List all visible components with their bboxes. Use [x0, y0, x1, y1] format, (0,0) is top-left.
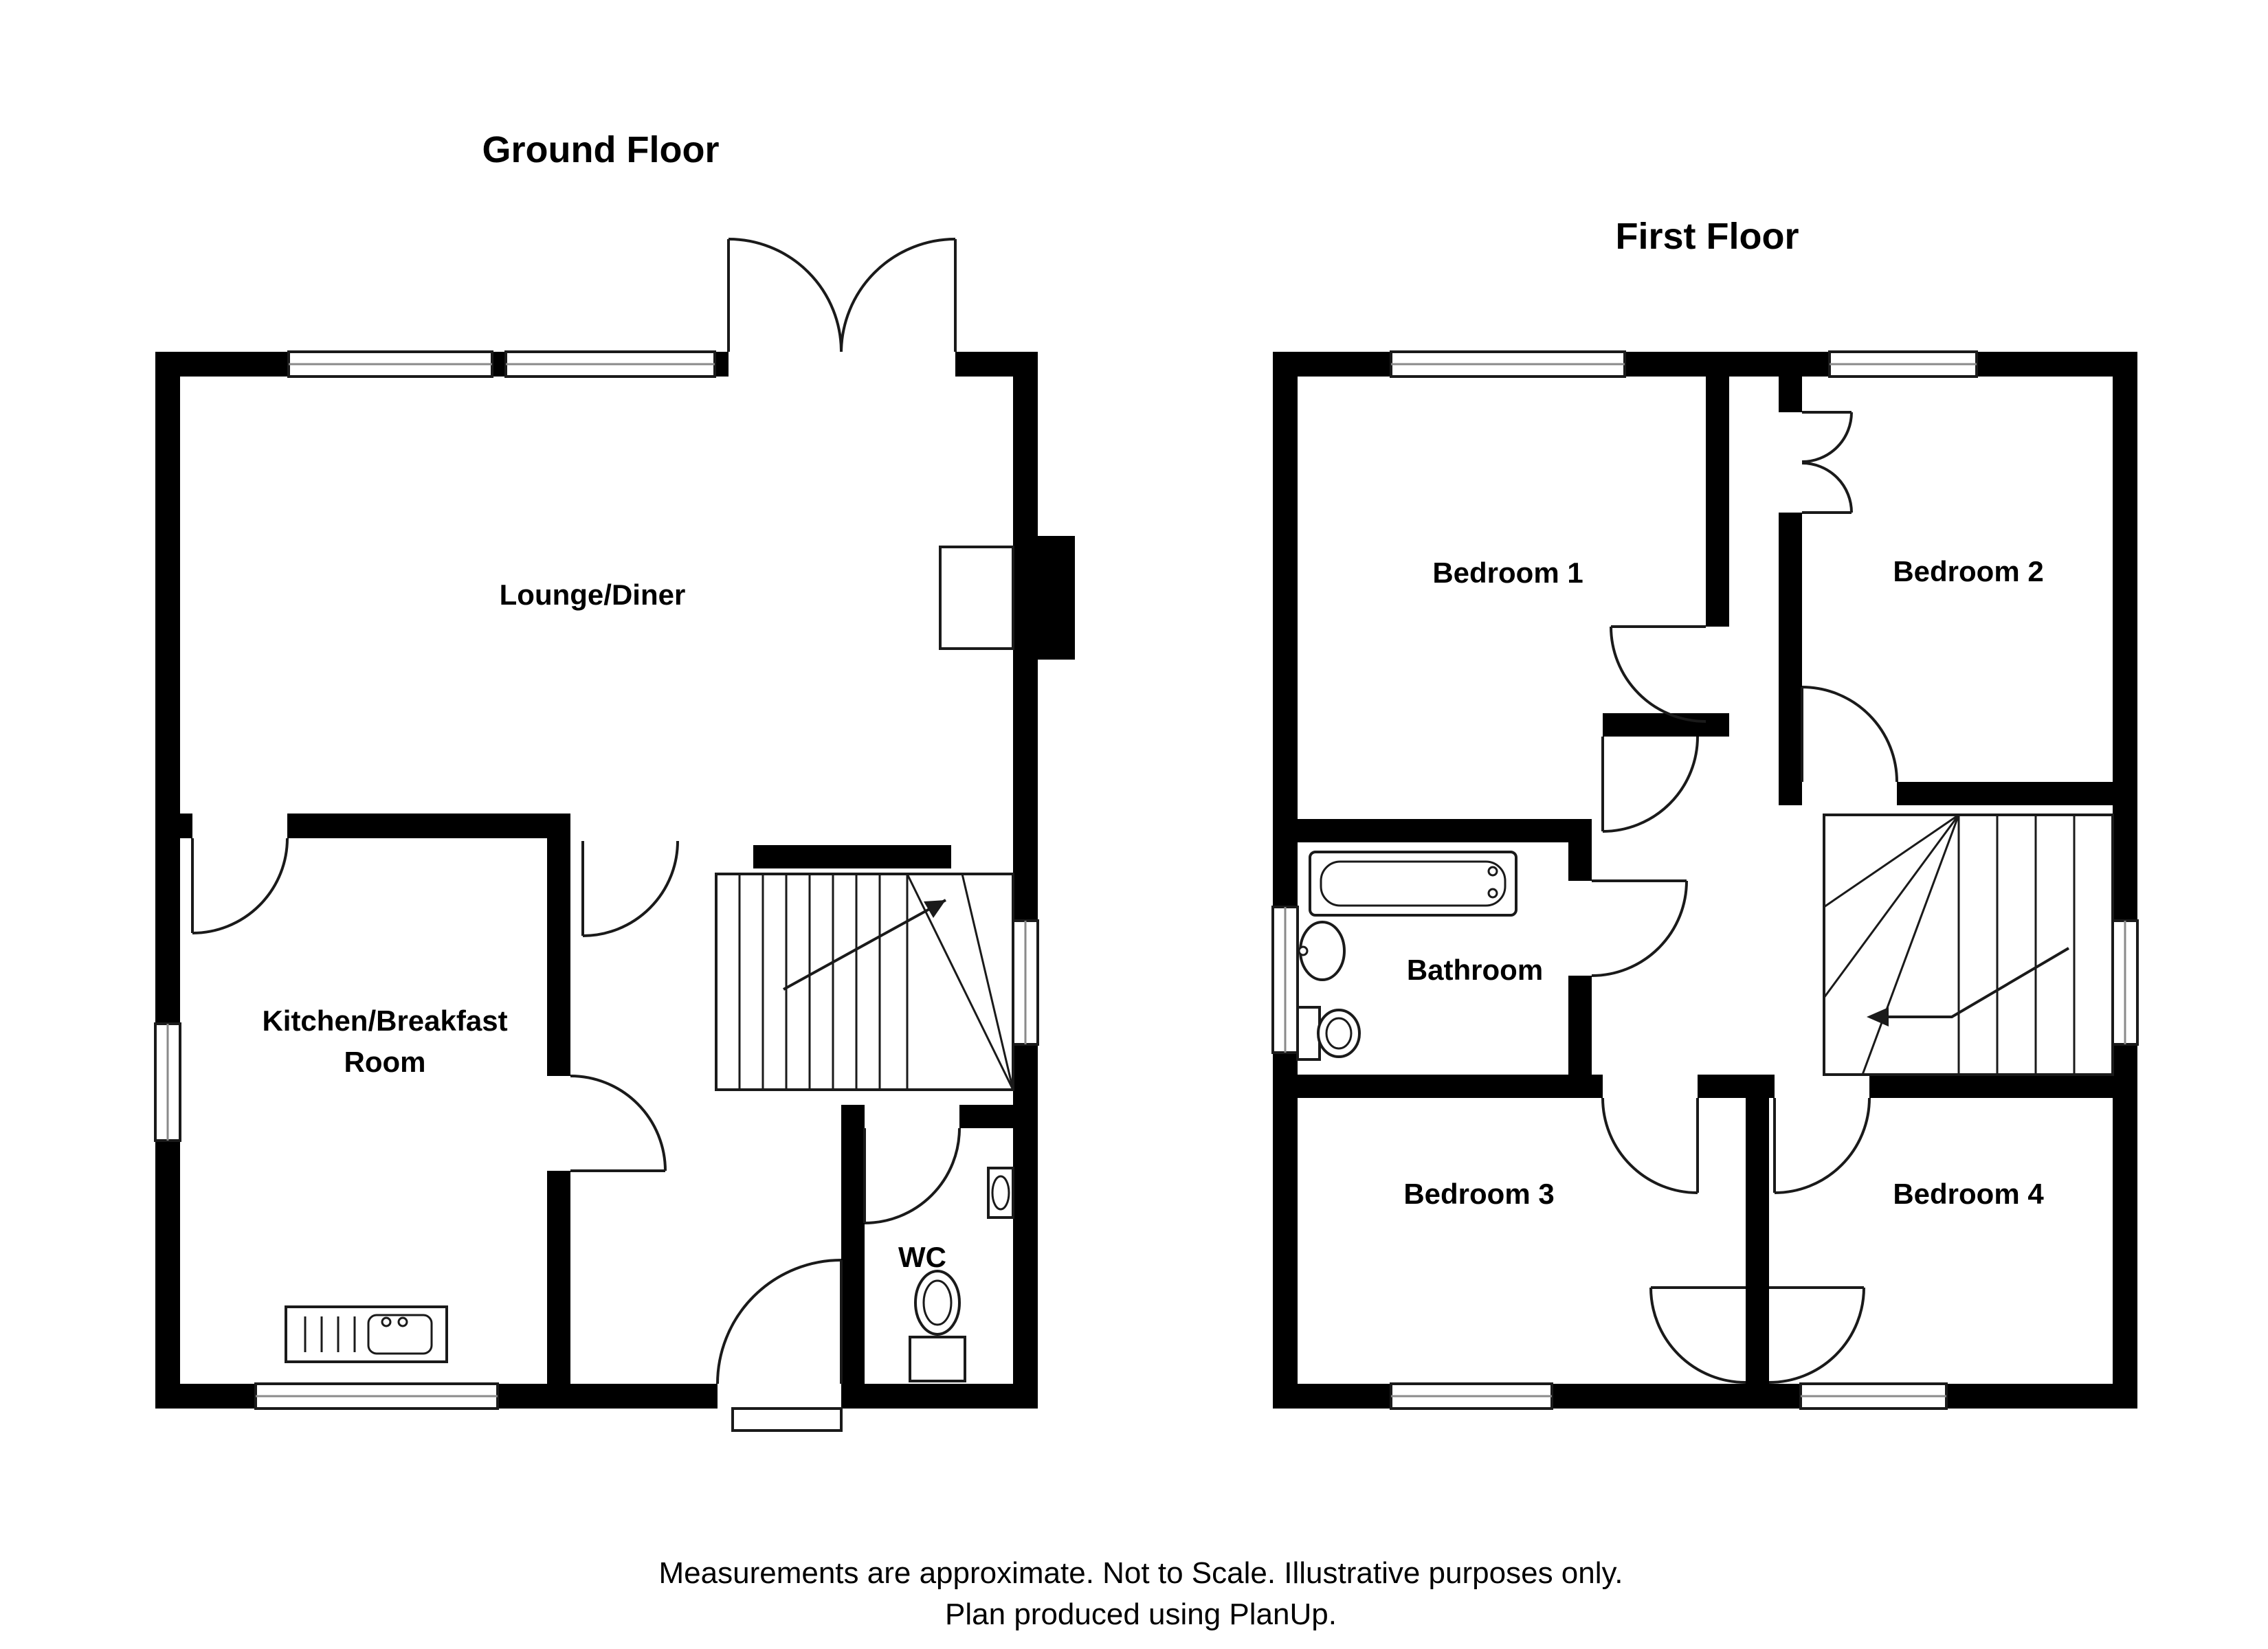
ff-basin [1298, 921, 1346, 981]
ff-bed2-wall-stub [1779, 377, 1802, 412]
ff-window-bed4 [1799, 1382, 1948, 1410]
gf-kitchen-sink [285, 1305, 448, 1363]
gf-window-left-kitchen [154, 1022, 181, 1142]
gf-wc-left-wall [841, 1105, 865, 1384]
first-floor-plan: First Floor [1271, 216, 2139, 1410]
gf-wc-sink [987, 1167, 1014, 1219]
ff-bed1-bottom-wall [1603, 713, 1729, 737]
gf-window-top-mid [504, 350, 716, 378]
gf-window-top-left [287, 350, 493, 378]
ff-bed2-wall [1779, 513, 1802, 782]
ff-bed1-door [1610, 625, 1706, 723]
first-floor-title: First Floor [1616, 216, 1799, 257]
gf-wc-door [863, 1105, 961, 1224]
lounge-label: Lounge/Diner [500, 579, 686, 611]
ff-bed4-closet-door [1768, 1286, 1865, 1384]
footer: Measurements are approximate. Not to Sca… [659, 1556, 1623, 1631]
ff-bed2-door [1801, 686, 1898, 805]
ff-landing-door [1601, 736, 1699, 833]
ff-window-left-bathroom [1271, 906, 1299, 1054]
gf-stairs-up-arrow [783, 899, 946, 991]
ff-bed4-door [1773, 1097, 1871, 1194]
ff-stairs-down-arrow [1867, 947, 2070, 1027]
ff-bathroom-door [1568, 879, 1688, 977]
gf-toilet [909, 1270, 966, 1382]
kitchen-label-line1: Kitchen/Breakfast [262, 1005, 507, 1037]
ff-bed3-bed4-wall [1746, 1098, 1769, 1384]
gf-stairs-wall [753, 845, 951, 868]
ff-window-bed2 [1828, 350, 1978, 378]
ff-cupboard-doors [1801, 411, 1853, 514]
ff-window-bed1 [1390, 350, 1626, 378]
ff-landing-bottom-wall [1698, 1075, 1775, 1098]
ff-bed3-closet-door [1649, 1286, 1746, 1384]
gf-french-doors [727, 238, 957, 379]
ff-bed3-door [1601, 1097, 1699, 1194]
gf-front-door [716, 1259, 843, 1432]
gf-window-right-stairs [1012, 919, 1039, 1046]
bathroom-label: Bathroom [1407, 954, 1543, 986]
ff-bathroom-top-wall [1298, 819, 1592, 842]
ground-floor-title: Ground Floor [482, 129, 720, 170]
bedroom4-label: Bedroom 4 [1893, 1178, 2044, 1210]
bedroom2-label: Bedroom 2 [1893, 555, 2043, 587]
ff-toilet [1296, 1006, 1361, 1061]
ff-window-bed3 [1390, 1382, 1553, 1410]
ff-stairs [1823, 814, 2114, 1076]
footer-disclaimer: Measurements are approximate. Not to Sca… [659, 1556, 1623, 1590]
wc-label: WC [898, 1241, 946, 1273]
gf-hall-kitchen-door [547, 1075, 667, 1172]
gf-window-bottom-kitchen [254, 1382, 499, 1410]
gf-stairs [715, 873, 1014, 1091]
ff-bathtub [1309, 851, 1517, 917]
bedroom3-label: Bedroom 3 [1403, 1178, 1554, 1210]
ff-bathroom-bottom-wall [1298, 1075, 1603, 1098]
ff-bed1-wall [1706, 377, 1729, 627]
footer-credit: Plan produced using PlanUp. [945, 1597, 1337, 1631]
gf-lounge-hall-door [581, 840, 679, 937]
gf-chimney [939, 536, 1075, 660]
ff-window-right-stairs [2111, 919, 2139, 1046]
kitchen-label-line2: Room [344, 1046, 426, 1078]
ground-floor-plan: Ground Floor [154, 129, 1075, 1432]
gf-kitchen-door [191, 814, 289, 934]
bedroom1-label: Bedroom 1 [1432, 557, 1583, 589]
ff-bed4-top-wall [1869, 1075, 2113, 1098]
